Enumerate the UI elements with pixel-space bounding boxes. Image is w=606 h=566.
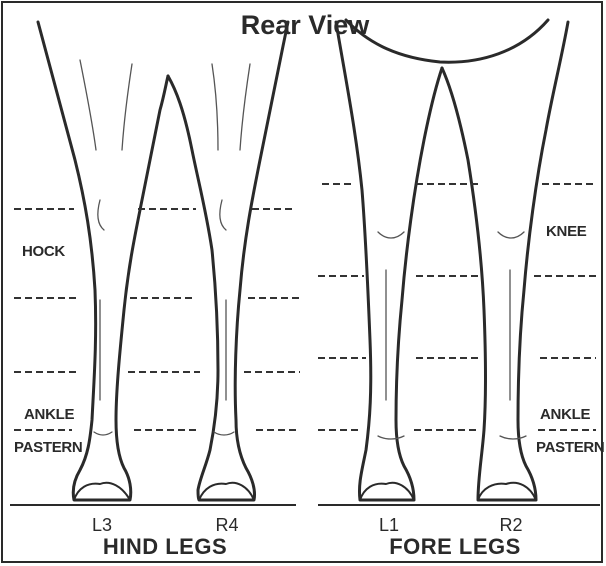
hind-leg-left-hoof [74, 483, 130, 500]
leg-code-l3: L3 [92, 515, 112, 535]
fore-leg-right-hoof [478, 483, 536, 500]
hind-leg-right-hoof [199, 483, 254, 500]
fore-leg-right-outline [442, 22, 568, 500]
label-fore-ankle: ANKLE [540, 406, 590, 423]
group-label-hind: HIND LEGS [103, 534, 227, 559]
hind-leg-right-outline [168, 22, 288, 500]
hind-legs-drawing [38, 22, 288, 500]
label-hind-pastern: PASTERN [14, 439, 82, 456]
fore-leg-left-hoof [360, 483, 414, 500]
label-hind-ankle: ANKLE [24, 406, 74, 423]
fore-leg-left-outline [336, 22, 442, 500]
fore-region-markers [318, 184, 596, 430]
fore-chest-outline [346, 20, 548, 62]
hind-leg-left-outline [38, 22, 168, 500]
leg-code-r4: R4 [215, 515, 238, 535]
group-label-fore: FORE LEGS [389, 534, 521, 559]
fore-legs-drawing [336, 20, 568, 500]
label-hock: HOCK [22, 243, 65, 260]
label-knee: KNEE [546, 223, 587, 240]
label-fore-pastern: PASTERN [536, 439, 604, 456]
leg-code-r2: R2 [499, 515, 522, 535]
leg-code-l1: L1 [379, 515, 399, 535]
